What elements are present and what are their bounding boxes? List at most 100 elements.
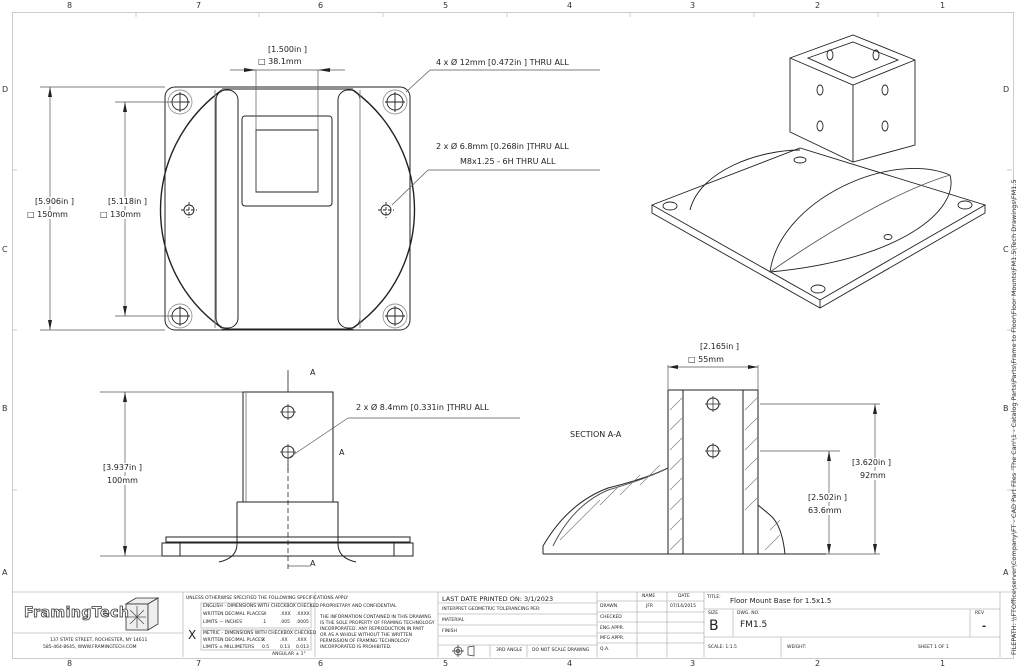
tolerance-metric-cell: .XX bbox=[280, 638, 288, 643]
company-contact: 585-464-8645, WWW.FRAMINGTECH.COM bbox=[43, 645, 137, 650]
tolerance-metric-row: LIMITS ± MILLIMETERS bbox=[203, 645, 255, 650]
do-not-scale-label: DO NOT SCALE DRAWING bbox=[532, 648, 590, 653]
dim-width-mm: □ 55mm bbox=[688, 355, 724, 364]
tolerance-english-cell: .1 bbox=[262, 620, 267, 625]
filepath-label: FILEPATH: \\FTOffice\server\Company\FT -… bbox=[1010, 179, 1018, 655]
zone-bottom-6: 6 bbox=[318, 659, 324, 668]
tolerance-metric-cell: X bbox=[262, 638, 266, 643]
zone-left-b: B bbox=[2, 404, 8, 413]
callout-side-holes: 2 x Ø 6.8mm [0.268in ]THRU ALL bbox=[436, 142, 569, 151]
dim-height-mm: 100mm bbox=[107, 476, 138, 485]
dim-hole-low-in: [2.502in ] bbox=[808, 493, 847, 502]
weight-label: WEIGHT: bbox=[787, 645, 807, 650]
section-title: SECTION A-A bbox=[570, 430, 622, 439]
zone-top-7: 7 bbox=[196, 1, 202, 10]
zone-bottom-4: 4 bbox=[567, 659, 573, 668]
tolerance-english-row: LIMITS — INCHES bbox=[203, 620, 242, 625]
dim-square-in: [1.500in ] bbox=[268, 45, 307, 54]
company-logo-text: FramingTech bbox=[24, 605, 130, 622]
approval-row-name: JFR bbox=[646, 604, 654, 609]
tolerance-metric-cell: 0.013 bbox=[296, 645, 309, 650]
zone-right-a: A bbox=[1003, 568, 1009, 577]
proprietary-line: PERMISSION OF FRAMING TECHNOLOGY bbox=[320, 639, 410, 644]
tolerance-english-cell: .005 bbox=[280, 620, 291, 625]
sheet-value: SHEET 1 OF 1 bbox=[918, 645, 949, 650]
callout-thread: M8x1.25 - 6H THRU ALL bbox=[460, 157, 556, 166]
tolerance-english-cell: .X bbox=[262, 612, 267, 617]
approval-row-label: DRAWN bbox=[600, 604, 618, 609]
section-marker-top: A bbox=[339, 448, 345, 457]
zone-top-6: 6 bbox=[318, 1, 324, 10]
tolerance-english-cell: .XXX bbox=[280, 612, 291, 617]
size-label: SIZE bbox=[708, 611, 719, 616]
size-value: B bbox=[709, 618, 719, 634]
dim-hole-top-mm: 92mm bbox=[860, 471, 886, 480]
section-view bbox=[542, 365, 880, 555]
proprietary-line: THE INFORMATION CONTAINED IN THIS DRAWIN… bbox=[320, 615, 432, 620]
framingtech-logo-icon bbox=[124, 597, 160, 631]
tolerance-angular: ANGULAR ± 1° bbox=[272, 652, 306, 657]
callout-corner-holes: 4 x Ø 12mm [0.472in ] THRU ALL bbox=[436, 58, 569, 67]
dim-hole-top-in: [3.620in ] bbox=[852, 458, 891, 467]
tolerance-metric-cell: .XXX bbox=[296, 638, 307, 643]
approval-row-label: ENG APPR. bbox=[600, 626, 625, 631]
tolerance-english-cell: .XXXX bbox=[296, 612, 310, 617]
zone-left-d: D bbox=[2, 85, 9, 94]
dim-hole-low-mm: 63.6mm bbox=[808, 506, 842, 515]
tolerance-metric-cell: 0.5 bbox=[262, 645, 270, 650]
dim-bolt-in: [5.118in ] bbox=[108, 197, 147, 206]
finish-label: FINISH bbox=[442, 629, 457, 634]
approval-row-label: Q.A. bbox=[600, 647, 610, 652]
zone-right-b: B bbox=[1003, 404, 1009, 413]
zone-right-d: D bbox=[1003, 85, 1010, 94]
dim-height-in: [3.937in ] bbox=[103, 463, 142, 472]
proprietary-line: OR AS A WHOLE WITHOUT THE WRITTEN bbox=[320, 633, 412, 638]
zone-left-c: C bbox=[2, 245, 8, 254]
proprietary-line: INCORPORATED IS PROHIBITED. bbox=[320, 645, 392, 650]
dim-outer-in: [5.906in ] bbox=[35, 197, 74, 206]
zone-bottom-1: 1 bbox=[940, 659, 946, 668]
callout-tube-holes: 2 x Ø 8.4mm [0.331in ]THRU ALL bbox=[356, 403, 489, 412]
proprietary-line: IS THE SOLE PROPERTY OF FRAMING TECHNOLO… bbox=[320, 621, 435, 626]
dim-square-mm: □ 38.1mm bbox=[258, 57, 302, 66]
tolerance-english-row: WRITTEN DECIMAL PLACES bbox=[203, 612, 264, 617]
tolerance-english-title: ENGLISH - DIMENSIONS WITH CHECKBOX CHECK… bbox=[203, 604, 319, 609]
zone-bottom-7: 7 bbox=[196, 659, 202, 668]
approval-row-date: 07/14/2015 bbox=[670, 604, 696, 609]
third-angle-label: 3RD ANGLE bbox=[496, 648, 523, 653]
proprietary-line: INCORPORATED. ANY REPRODUCTION IN PART bbox=[320, 627, 424, 632]
zone-top-4: 4 bbox=[567, 1, 573, 10]
zone-top-1: 1 bbox=[940, 1, 946, 10]
dwg-no-label: DWG. NO. bbox=[737, 611, 760, 616]
approvals-header-date: DATE bbox=[678, 594, 690, 599]
drawing-border bbox=[12, 12, 1014, 659]
material-label: MATERIAL bbox=[442, 618, 465, 623]
drawing-title: Floor Mount Base for 1.5x1.5 bbox=[730, 597, 832, 605]
title-label: TITLE: bbox=[707, 595, 721, 600]
zone-right-c: C bbox=[1003, 245, 1009, 254]
last-printed-date: LAST DATE PRINTED ON: 3/1/2023 bbox=[442, 595, 554, 603]
zone-bottom-3: 3 bbox=[690, 659, 696, 668]
zone-top-2: 2 bbox=[815, 1, 821, 10]
metric-checkbox-mark[interactable]: X bbox=[188, 628, 197, 642]
zone-top-5: 5 bbox=[443, 1, 449, 10]
tolerance-metric-row: WRITTEN DECIMAL PLACES bbox=[203, 638, 264, 643]
tolerance-metric-title: METRIC - DIMENSIONS WITH CHECKBOX CHECKE… bbox=[203, 631, 317, 636]
zone-bottom-5: 5 bbox=[443, 659, 449, 668]
section-marker-top: A bbox=[310, 368, 316, 377]
zone-top-8: 8 bbox=[67, 1, 73, 10]
zone-top-3: 3 bbox=[690, 1, 696, 10]
approvals-header-name: NAME bbox=[642, 594, 656, 599]
dim-bolt-mm: □ 130mm bbox=[100, 210, 141, 219]
third-angle-projection-icon bbox=[452, 645, 475, 657]
rev-value: - bbox=[982, 621, 987, 632]
dim-outer-mm: □ 150mm bbox=[27, 210, 68, 219]
tolerance-metric-cell: 0.13 bbox=[280, 645, 291, 650]
tolerance-english-cell: .0005 bbox=[296, 620, 309, 625]
zone-left-a: A bbox=[2, 568, 8, 577]
section-marker-bottom: A bbox=[310, 559, 316, 568]
approval-row-label: MFG APPR. bbox=[600, 636, 625, 641]
scale-value: SCALE: 1:1.5 bbox=[708, 645, 737, 650]
approval-row-label: CHECKED bbox=[600, 615, 622, 620]
rev-label: REV bbox=[975, 611, 985, 616]
